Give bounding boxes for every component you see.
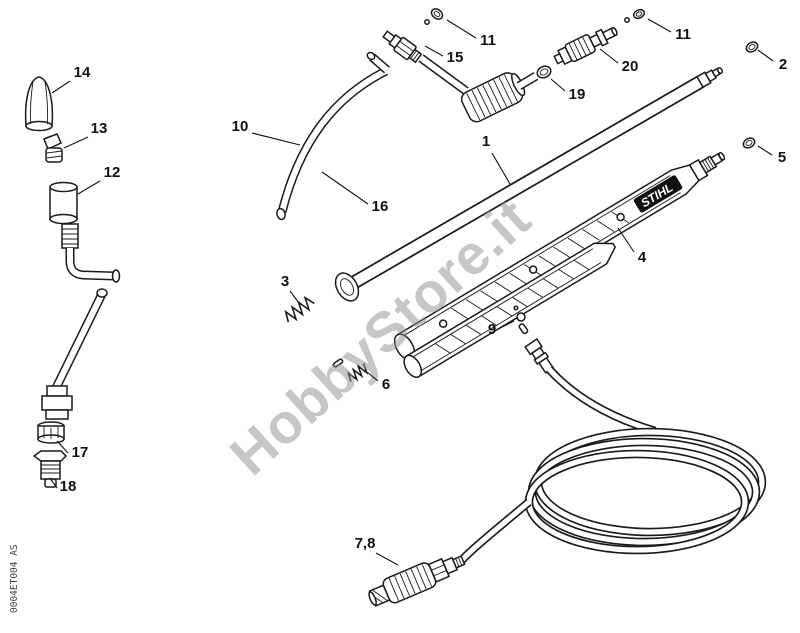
callout-leader-9-11 bbox=[647, 18, 672, 33]
callout-label-1-13: 13 bbox=[91, 120, 108, 137]
part-6-spring bbox=[347, 363, 369, 382]
callout-label-15-6: 6 bbox=[382, 376, 390, 393]
part-6-pin bbox=[332, 358, 344, 368]
part-19-o-ring bbox=[536, 65, 552, 79]
callout-label-0-14: 14 bbox=[74, 64, 91, 81]
callout-label-6-11: 11 bbox=[480, 32, 496, 49]
bent-wand bbox=[51, 223, 121, 390]
part-1-gun-tube bbox=[334, 66, 723, 302]
callout-label-5-15: 15 bbox=[447, 49, 464, 66]
part-13-spray-nozzle bbox=[43, 133, 63, 163]
part-7-8-hose-connector bbox=[368, 555, 466, 607]
stihl-badge bbox=[633, 175, 683, 213]
callout-leader-7-19 bbox=[550, 78, 566, 92]
callout-leader-19-7,8 bbox=[375, 552, 399, 566]
callout-label-2-12: 12 bbox=[104, 164, 121, 181]
part-9-detent bbox=[513, 305, 529, 335]
callout-leader-14-3 bbox=[289, 290, 300, 304]
callout-leader-8-20 bbox=[599, 48, 619, 64]
callout-leader-12-1 bbox=[491, 152, 511, 185]
callout-leader-10-2 bbox=[757, 49, 774, 62]
callout-leader-15-6 bbox=[366, 371, 379, 382]
high-pressure-hose bbox=[457, 366, 767, 564]
part-17-nut bbox=[37, 421, 65, 444]
callout-leader-3-10 bbox=[251, 132, 301, 146]
callout-label-11-5: 5 bbox=[778, 149, 786, 166]
part-2-o-ring bbox=[745, 41, 759, 53]
doc-code: 0004ET004 AS bbox=[9, 544, 20, 613]
callout-label-16-9: 9 bbox=[488, 321, 496, 338]
callout-label-3-10: 10 bbox=[232, 118, 249, 135]
part-10-curved-wand bbox=[276, 51, 390, 221]
callout-leader-16-9 bbox=[499, 320, 515, 329]
part-4-gun-housing: STIHL bbox=[393, 151, 726, 361]
callout-leader-13-4 bbox=[617, 227, 635, 253]
callout-leader-5-15 bbox=[424, 45, 444, 57]
part-5-o-ring bbox=[742, 137, 756, 149]
callout-leader-17-17 bbox=[56, 440, 69, 454]
callout-leader-2-12 bbox=[77, 180, 101, 195]
callout-label-13-4: 4 bbox=[638, 249, 647, 266]
callout-leader-1-13 bbox=[63, 136, 89, 149]
part-12-sleeve bbox=[49, 181, 78, 225]
callout-label-19-7,8: 7,8 bbox=[355, 535, 376, 552]
part-3-spring bbox=[284, 295, 315, 323]
callout-label-17-17: 17 bbox=[72, 444, 89, 461]
part-11-o-ring-a bbox=[424, 8, 444, 25]
wand-gun-connector bbox=[41, 385, 73, 420]
callout-label-7-19: 19 bbox=[569, 86, 586, 103]
callout-leader-0-14 bbox=[51, 80, 71, 94]
callout-leader-4-16 bbox=[321, 171, 369, 205]
callout-leader-6-11 bbox=[446, 19, 477, 39]
part-20-coupling bbox=[553, 26, 618, 66]
part-15-nozzle bbox=[382, 30, 423, 64]
part-11-o-ring-b bbox=[624, 8, 645, 23]
callout-label-12-1: 1 bbox=[482, 133, 490, 150]
callout-leader-11-5 bbox=[757, 145, 773, 156]
hose-swivel bbox=[524, 338, 555, 374]
wand-coupler-sleeve bbox=[460, 72, 526, 123]
callout-label-18-18: 18 bbox=[60, 478, 77, 495]
callout-label-9-11: 11 bbox=[675, 26, 691, 43]
callout-leader-18-18 bbox=[49, 477, 58, 489]
part-14-nozzle-cap bbox=[24, 76, 54, 132]
callout-label-10-2: 2 bbox=[779, 56, 787, 73]
callout-label-14-3: 3 bbox=[281, 273, 289, 290]
callout-label-4-16: 16 bbox=[372, 198, 389, 215]
callout-label-8-20: 20 bbox=[622, 58, 639, 75]
housing-lower-shell bbox=[403, 242, 617, 379]
